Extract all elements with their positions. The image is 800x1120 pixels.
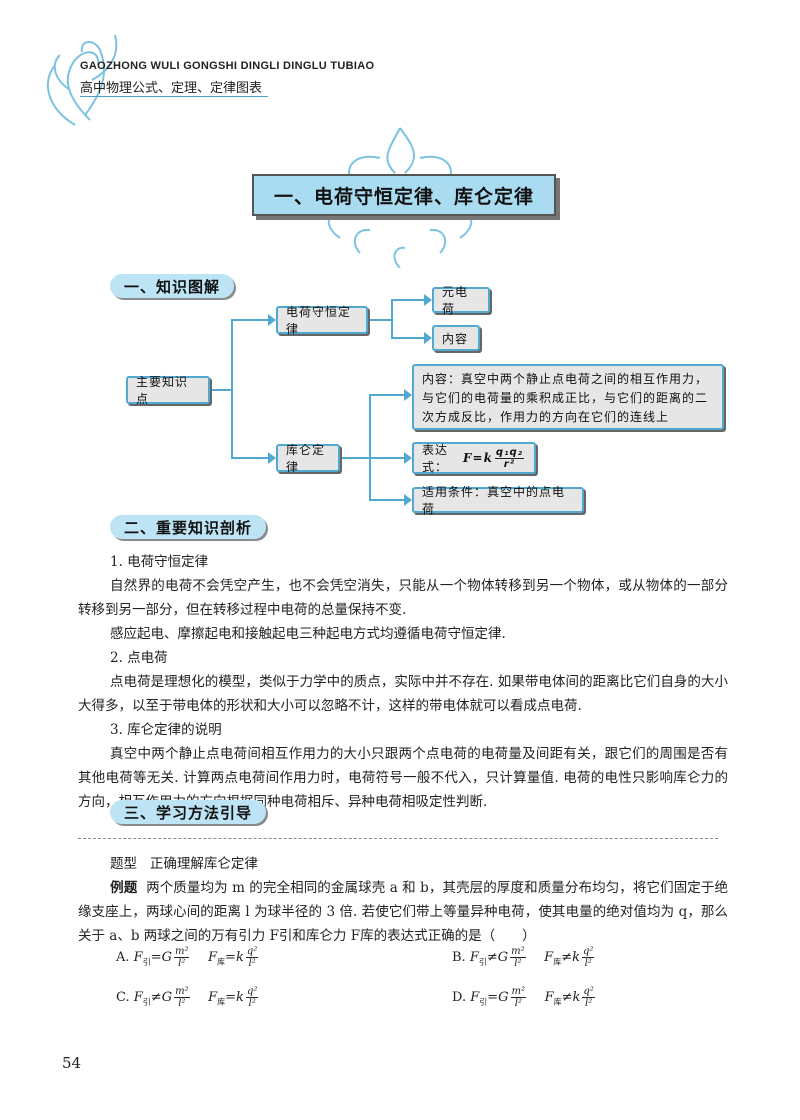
- option-b-rel1: ≠: [486, 950, 498, 965]
- diagram-root-node: 主要知识点: [126, 375, 210, 406]
- analysis-paragraph-1b: 感应起电、摩擦起电和接触起电三种起电方式均遵循电荷守恒定律.: [110, 626, 506, 642]
- corner-ornament: [46, 34, 118, 126]
- diagram-node-elementary-charge: 元电荷: [432, 285, 490, 316]
- option-d-rel2: ≠: [561, 990, 573, 1005]
- formula-fraction: q₁q₂ r²: [494, 446, 524, 470]
- analysis-heading-1: 1. 电荷守恒定律: [110, 554, 209, 570]
- question-type-label: 题型: [110, 856, 137, 872]
- chapter-title-banner: 一、电荷守恒定律、库仑定律: [252, 174, 556, 216]
- header-english-title: GAOZHONG WULI GONGSHI DINGLI DINGLU TUBI…: [80, 60, 375, 72]
- formula-lhs: F=k: [463, 451, 493, 465]
- diagram-node-condition: 适用条件：真空中的点电荷: [412, 485, 584, 516]
- question-type: 题型 正确理解库仑定律: [110, 852, 258, 876]
- option-a-label: A.: [116, 950, 130, 965]
- page-number: 54: [62, 1054, 82, 1072]
- diagram-connectors: [210, 294, 432, 506]
- analysis-heading-3: 3. 库仑定律的说明: [110, 722, 222, 738]
- option-d-rel1: =: [487, 990, 499, 1005]
- section-heading-3: 三、学习方法引导: [110, 800, 267, 824]
- formula-numerator: q₁q₂: [494, 446, 524, 459]
- option-a-rel2: =: [225, 950, 236, 965]
- diagram-node-content: 内容: [432, 325, 480, 351]
- chapter-title: 一、电荷守恒定律、库仑定律: [273, 185, 534, 208]
- title-ornament: [327, 127, 473, 268]
- analysis-heading-2: 2. 点电荷: [110, 650, 168, 666]
- diagram-node-formula: 表达式： F=k q₁q₂ r²: [412, 442, 536, 474]
- formula-denominator: r²: [503, 458, 516, 470]
- option-b-rel2: ≠: [561, 950, 573, 965]
- diagram-node-charge-conservation: 电荷守恒定律: [276, 305, 368, 336]
- option-d-label: D.: [452, 990, 467, 1005]
- option-a-rel1: =: [150, 950, 162, 965]
- section-heading-1: 一、知识图解: [110, 274, 235, 298]
- example-text: 两个质量均为 m 的完全相同的金属球壳 a 和 b，其壳层的厚度和质量分布均匀，…: [78, 880, 729, 944]
- formula-label: 表达式：: [422, 443, 449, 474]
- diagram-node-coulomb-law: 库仑定律: [276, 443, 340, 474]
- option-c-rel1: ≠: [150, 990, 162, 1005]
- diagram-node-coulomb-content: 内容：真空中两个静止点电荷之间的相互作用力，与它们的电荷量的乘积成正比，与它们的…: [412, 364, 724, 430]
- section-heading-2: 二、重要知识剖析: [110, 515, 267, 539]
- dashed-divider: [78, 838, 718, 839]
- analysis-paragraph-3: 真空中两个静止点电荷间相互作用力的大小只跟两个点电荷的电荷量及间距有关，跟它们的…: [78, 746, 728, 810]
- analysis-paragraph-2: 点电荷是理想化的模型，类似于力学中的质点，实际中并不存在. 如果带电体间的距离比…: [78, 674, 728, 714]
- option-c-rel2: =: [225, 990, 237, 1005]
- option-b-label: B.: [452, 950, 466, 965]
- header-chinese-title: 高中物理公式、定理、定律图表: [80, 77, 269, 97]
- example-label: 例题: [110, 880, 138, 896]
- analysis-paragraph-1: 自然界的电荷不会凭空产生，也不会凭空消失，只能从一个物体转移到另一个物体，或从物…: [78, 578, 728, 618]
- example-block: 例题 两个质量均为 m 的完全相同的金属球壳 a 和 b，其壳层的厚度和质量分布…: [78, 876, 728, 948]
- option-c-label: C.: [116, 990, 130, 1005]
- question-type-text: 正确理解库仑定律: [149, 856, 258, 872]
